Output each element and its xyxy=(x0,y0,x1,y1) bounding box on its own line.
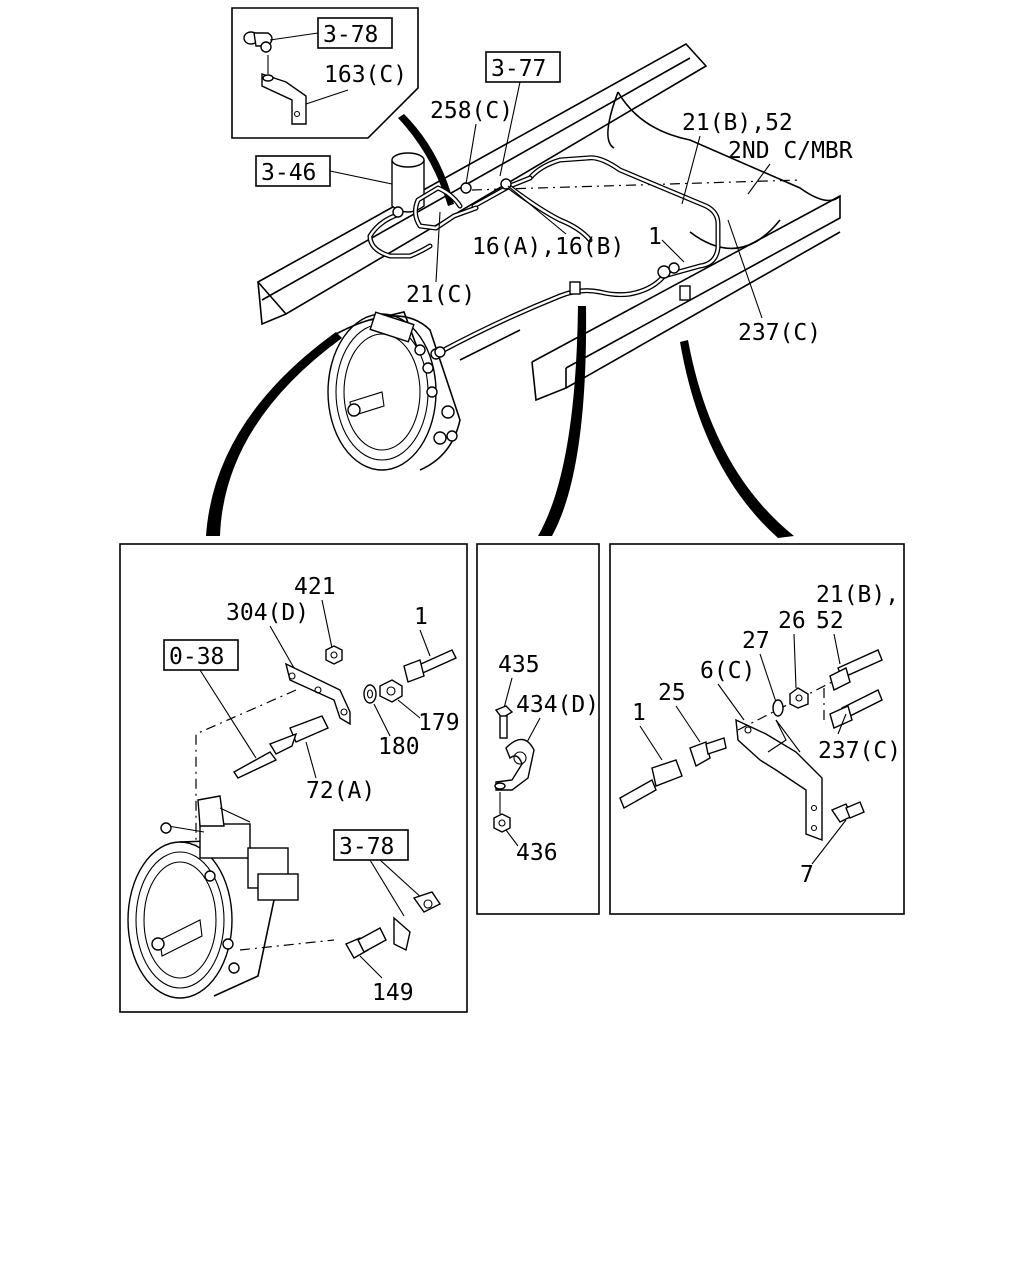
label-7: 7 xyxy=(800,862,814,888)
callout-arc-middle xyxy=(538,306,587,536)
label-2nd-cmbr: 2ND C/MBR xyxy=(728,138,853,164)
label-237c-right: 237(C) xyxy=(818,738,901,764)
middle-detail: 435 434(D) 436 xyxy=(476,543,600,915)
transmission-main xyxy=(327,311,521,471)
ref-3-78-top[interactable]: 3-78 xyxy=(323,22,378,48)
frame-rails xyxy=(256,42,841,402)
ref-3-46[interactable]: 3-46 xyxy=(261,160,316,186)
label-258c: 258(C) xyxy=(430,98,513,124)
ref-3-78-bottom[interactable]: 3-78 xyxy=(339,834,394,860)
left-detail: 421 304(D) 1 0-38 179 180 72(A) xyxy=(119,543,468,1013)
label-26: 26 xyxy=(778,608,806,634)
label-1-left: 1 xyxy=(414,604,428,630)
label-52-right: 52 xyxy=(816,608,844,634)
callout-arc-right xyxy=(680,340,794,538)
ref-box-3-78-bottom[interactable] xyxy=(333,829,409,861)
ref-box-0-38[interactable] xyxy=(163,639,239,671)
label-72a: 72(A) xyxy=(306,778,375,804)
ref-box-3-77[interactable] xyxy=(485,51,561,83)
ref-0-38[interactable]: 0-38 xyxy=(169,644,224,670)
right-detail: 21(B), 52 27 26 6(C) 25 1 xyxy=(609,543,905,915)
label-163c: 163(C) xyxy=(324,62,407,88)
pipe-routing xyxy=(367,155,721,358)
callout-arc-top xyxy=(398,114,454,206)
label-434d: 434(D) xyxy=(516,692,599,718)
label-149: 149 xyxy=(372,980,414,1006)
label-16a-16b: 16(A),16(B) xyxy=(472,234,624,260)
label-27: 27 xyxy=(742,628,770,654)
label-21c: 21(C) xyxy=(406,282,475,308)
label-25: 25 xyxy=(658,680,686,706)
label-21b-right: 21(B), xyxy=(816,582,899,608)
label-237c-main: 237(C) xyxy=(738,320,821,346)
callout-arc-left xyxy=(206,332,342,536)
label-21b-52-main: 21(B),52 xyxy=(682,110,793,136)
label-180: 180 xyxy=(378,734,420,760)
label-304d: 304(D) xyxy=(226,600,309,626)
label-179: 179 xyxy=(418,710,460,736)
label-1-right: 1 xyxy=(632,700,646,726)
label-421: 421 xyxy=(294,574,336,600)
label-435: 435 xyxy=(498,652,540,678)
label-436: 436 xyxy=(516,840,558,866)
label-6c: 6(C) xyxy=(700,658,755,684)
top-inset: 3-78 163(C) xyxy=(231,7,419,139)
label-1-main: 1 xyxy=(648,224,662,250)
ref-3-77[interactable]: 3-77 xyxy=(491,56,546,82)
